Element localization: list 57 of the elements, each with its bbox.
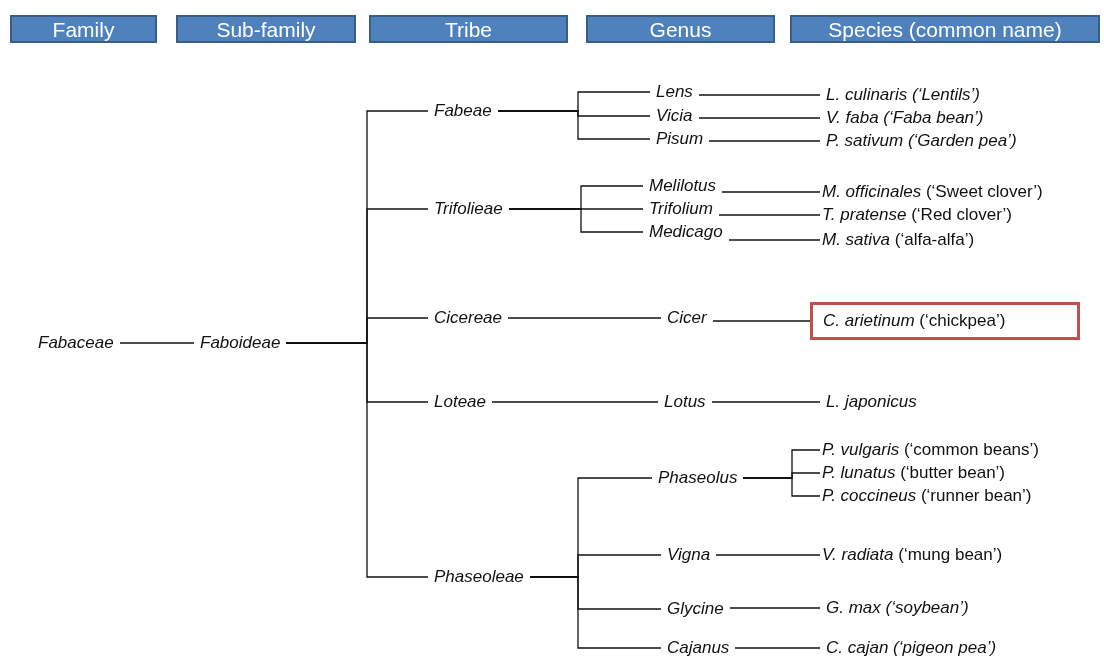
tree-branch-line [708, 140, 821, 142]
tree-branch-line [718, 214, 821, 216]
taxon-label: Vigna [661, 543, 717, 567]
taxon-label: Phaseoleae [428, 565, 530, 589]
taxon-label: L. japonicus [820, 390, 923, 414]
taxon-label: Melilotus [643, 174, 723, 198]
taxon-label: Cicereae [428, 306, 509, 330]
taxon-label: Lens [650, 80, 699, 104]
taxon-label: Phaseolus [652, 466, 744, 490]
taxon-label: Fabeae [428, 99, 498, 123]
taxon-label: L. culinaris (‘Lentils’) [820, 83, 986, 107]
highlighted-species-box: C. arietinum (‘chickpea’) [810, 302, 1080, 340]
tree-branch-line [711, 401, 821, 403]
tree-branch-line [742, 477, 821, 497]
column-header: Genus [586, 15, 775, 43]
tree-branch-line [529, 576, 662, 649]
tree-branch-line [497, 110, 651, 140]
taxon-label: G. max (‘soybean’) [820, 596, 975, 620]
column-header: Tribe [369, 15, 568, 43]
taxon-label: Fabaceae [32, 331, 120, 355]
tree-branch-line [721, 191, 821, 193]
tree-branch-line [119, 342, 195, 344]
tree-branch-line [729, 607, 821, 609]
taxon-label: Faboideae [194, 331, 287, 355]
taxon-label: Medicago [643, 220, 729, 244]
tree-branch-line [715, 554, 821, 556]
tree-branch-line [734, 647, 821, 649]
taxon-label: Loteae [428, 390, 492, 414]
species-label: V. radiata (‘mung bean’) [820, 543, 1005, 567]
tree-branch-line [698, 94, 821, 96]
tree-branch-line [285, 342, 429, 578]
taxon-label: C. cajan (‘pigeon pea’) [820, 636, 1003, 660]
species-label: M. officinales (‘Sweet clover’) [820, 180, 1045, 204]
taxon-label: Lotus [658, 390, 712, 414]
taxon-label: P. sativum (‘Garden pea’) [820, 129, 1023, 153]
tree-branch-line [507, 317, 662, 319]
column-header: Sub-family [176, 15, 356, 43]
taxon-label: Pisum [650, 127, 710, 151]
species-label: P. coccineus (‘runner bean’) [820, 484, 1034, 508]
species-label: P. lunatus (‘butter bean’) [820, 461, 1008, 485]
taxon-label: Glycine [661, 597, 730, 621]
taxon-label: Cicer [661, 306, 713, 330]
column-header: Family [10, 15, 157, 43]
tree-branch-line [698, 117, 821, 119]
taxon-label: Cajanus [661, 636, 736, 660]
taxon-label: V. faba (‘Faba bean’) [820, 106, 990, 130]
column-header: Species (common name) [790, 15, 1100, 43]
species-label: M. sativa (‘alfa-alfa’) [820, 228, 977, 252]
tree-branch-line [508, 208, 644, 233]
taxon-label: Vicia [650, 104, 699, 128]
species-label: P. vulgaris (‘common beans’) [820, 438, 1041, 462]
tree-branch-line [728, 239, 821, 241]
taxon-label: Trifolium [643, 197, 719, 221]
species-label: T. pratense (‘Red clover’) [820, 203, 1014, 227]
tree-branch-line [491, 401, 659, 403]
taxon-label: Trifolieae [428, 197, 509, 221]
tree-branch-line [712, 320, 811, 322]
